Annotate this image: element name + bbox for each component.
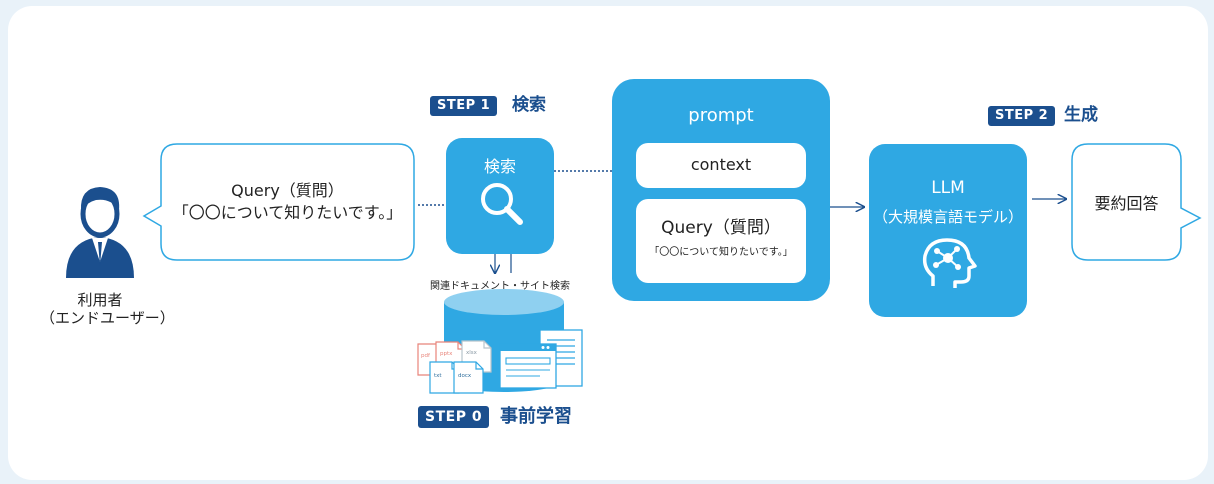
document-file-labels: pdf pptx xlsx txt docx: [421, 350, 478, 379]
step2-badge: STEP 2: [988, 106, 1056, 126]
step0-badge: STEP 0: [418, 406, 490, 428]
doc-label-xlsx: xlsx: [466, 350, 478, 356]
step1-title: 検索: [512, 95, 546, 115]
prompt-title: prompt: [688, 105, 754, 126]
doc-label-pptx: pptx: [440, 351, 453, 357]
step2-title: 生成: [1064, 105, 1098, 125]
context-label: context: [690, 155, 752, 174]
llm-box: LLM （大規模言語モデル）: [869, 144, 1027, 317]
context-box: context: [636, 143, 806, 188]
query-bubble-line1: Query（質問）: [231, 181, 344, 200]
query-bubble-outline: [142, 143, 415, 261]
user-icon: [66, 187, 134, 278]
doc-label-pdf: pdf: [421, 353, 431, 359]
doc-label-txt: txt: [434, 373, 442, 379]
llm-line1: LLM: [931, 178, 965, 198]
llm-line2: （大規模言語モデル）: [872, 208, 1023, 226]
step1-badge: STEP 1: [430, 96, 498, 116]
query-bubble-line2: 「〇〇について知りたいです。」: [172, 203, 403, 222]
search-box-label: 検索: [483, 157, 516, 176]
user-label-line1: 利用者: [77, 291, 123, 309]
answer-bubble-outline: [1071, 143, 1202, 261]
answer-label: 要約回答: [1094, 194, 1159, 213]
ai-brain-icon: [922, 238, 977, 288]
webpage-icon: [499, 329, 583, 389]
related-search-label: 関連ドキュメント・サイト検索: [430, 281, 570, 292]
doc-label-docx: docx: [458, 373, 472, 379]
query-bubble: Query（質問） 「〇〇について知りたいです。」: [161, 180, 414, 224]
search-box: 検索: [446, 138, 554, 254]
prompt-box: prompt context Query（質問） 「〇〇について知りたいです。」: [612, 79, 830, 301]
prompt-query-line1: Query（質問）: [661, 218, 781, 238]
document-files-icon: [417, 340, 492, 394]
prompt-query-box: Query（質問） 「〇〇について知りたいです。」: [636, 199, 806, 283]
user-label: 利用者 （エンドユーザー）: [40, 291, 175, 327]
step0-title: 事前学習: [500, 406, 572, 427]
prompt-query-line2: 「〇〇について知りたいです。」: [649, 247, 793, 258]
search-icon: [481, 183, 523, 225]
user-label-line2: （エンドユーザー）: [40, 309, 175, 327]
